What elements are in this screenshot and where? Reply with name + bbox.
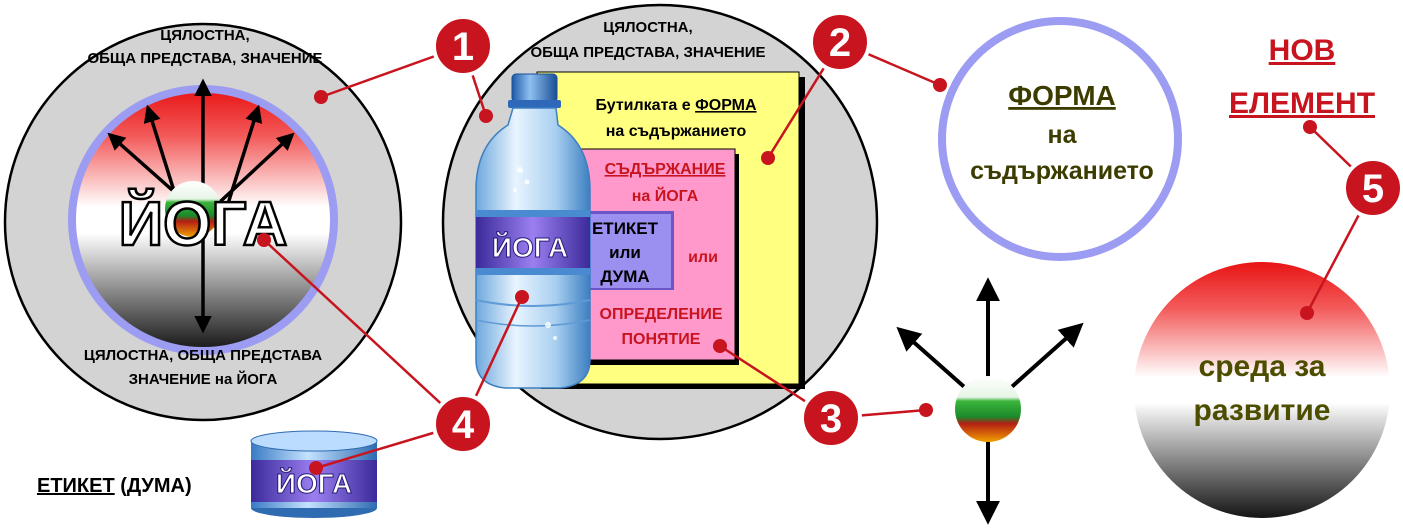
- svg-text:4: 4: [452, 403, 475, 447]
- left-bottom-label-2: ЗНАЧЕНИЕ на ЙОГА: [129, 370, 278, 388]
- middle-circle-group: ЦЯЛОСТНА, ОБЩА ПРЕДСТАВА, ЗНАЧЕНИЕ Бутил…: [441, 3, 879, 441]
- environment-circle-group: среда за развитие: [1134, 262, 1390, 518]
- svg-text:3: 3: [820, 397, 842, 441]
- marker-2: 2: [809, 11, 871, 73]
- form-line2: на: [1047, 121, 1077, 149]
- ball-arrows: [896, 277, 1084, 525]
- connector-dots: [257, 78, 1317, 475]
- form-line3: съдържанието: [970, 157, 1154, 185]
- pink-content-subtitle: на ЙОГА: [632, 186, 699, 205]
- marker-5: 5: [1342, 157, 1403, 219]
- environment-line2: развитие: [1194, 394, 1331, 427]
- new-element-line2: ЕЛЕМЕНТ: [1229, 87, 1375, 120]
- label-box-line2: или: [609, 243, 641, 262]
- left-center-word: ЙОГА: [119, 189, 288, 259]
- new-element-group: НОВ ЕЛЕМЕНТ: [1229, 34, 1375, 120]
- environment-line1: среда за: [1199, 350, 1326, 383]
- pink-definition-1: ОПРЕДЕЛЕНИЕ: [600, 306, 723, 323]
- bottom-label-group: ЕТИКЕТ (ДУМА) ЙОГА: [37, 430, 378, 518]
- pink-or-text: или: [688, 249, 718, 266]
- left-top-label-2: ОБЩА ПРЕДСТАВА, ЗНАЧЕНИЕ: [87, 50, 322, 67]
- svg-text:5: 5: [1362, 167, 1384, 211]
- left-ball: [165, 181, 221, 237]
- label-box-line3: ДУМА: [600, 267, 649, 286]
- development-ball-group: [896, 277, 1084, 525]
- left-circle-group: ЦЯЛОСТНА, ОБЩА ПРЕДСТАВА, ЗНАЧЕНИЕ ЙОГА …: [3, 22, 403, 422]
- yellow-text-line2: на съдържанието: [606, 123, 747, 140]
- yellow-text-line1: Бутилката е ФОРМА: [595, 97, 757, 114]
- marker-3: 3: [800, 387, 862, 449]
- development-ball: [955, 376, 1021, 442]
- marker-4: 4: [432, 393, 494, 455]
- form-circle: [938, 17, 1182, 261]
- middle-top-label-2: ОБЩА ПРЕДСТАВА, ЗНАЧЕНИЕ: [530, 44, 765, 61]
- pink-definition-2: ПОНЯТИЕ: [622, 331, 701, 348]
- pink-content-title: СЪДЪРЖАНИЕ: [605, 161, 726, 178]
- water-bottle: ЙОГА: [475, 73, 591, 389]
- form-title: ФОРМА: [1008, 80, 1116, 111]
- svg-text:2: 2: [829, 21, 851, 65]
- left-top-label-1: ЦЯЛОСТНА,: [160, 27, 249, 44]
- bottle-label-word: ЙОГА: [492, 231, 568, 263]
- label-box-light: [577, 214, 671, 288]
- bottom-label-text: ЕТИКЕТ (ДУМА): [37, 475, 192, 497]
- left-bottom-label-1: ЦЯЛОСТНА, ОБЩА ПРЕДСТАВА: [84, 347, 322, 364]
- environment-circle: [1134, 262, 1390, 518]
- bottle-label-band: [476, 216, 590, 270]
- marker-1: 1: [432, 15, 494, 77]
- svg-text:1: 1: [452, 25, 474, 69]
- middle-top-label-1: ЦЯЛОСТНА,: [603, 19, 692, 36]
- new-element-line1: НОВ: [1269, 34, 1336, 67]
- form-circle-group: ФОРМА на съдържанието: [938, 17, 1182, 261]
- label-box-line1: ЕТИКЕТ: [592, 219, 659, 238]
